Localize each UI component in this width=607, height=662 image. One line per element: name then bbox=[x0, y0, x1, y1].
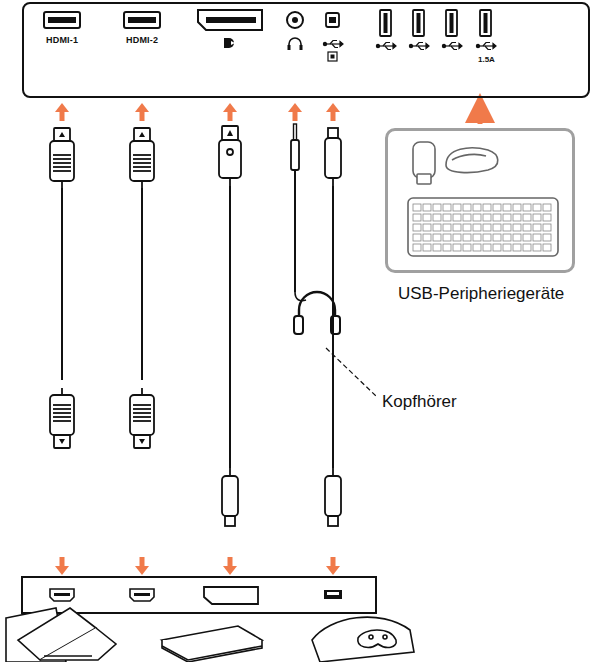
hdmi-cable bbox=[50, 128, 74, 448]
usb-cable bbox=[325, 128, 341, 526]
usb-peripherals bbox=[408, 142, 558, 256]
port-label: 1.5A bbox=[478, 55, 495, 64]
peripheral-box: USB-Peripheriegeräte bbox=[385, 128, 575, 273]
keyboard-keys bbox=[413, 204, 551, 251]
source-port-strip bbox=[22, 577, 376, 613]
game-console bbox=[312, 617, 414, 662]
displayport-cable bbox=[219, 126, 241, 526]
port-label: HDMI-2 bbox=[126, 35, 158, 45]
group-label: USB-Peripheriegeräte bbox=[398, 284, 564, 304]
hdmi-cable bbox=[130, 128, 154, 448]
game-console bbox=[162, 626, 262, 662]
insert-arrow bbox=[478, 108, 483, 124]
pc-and-laptop bbox=[6, 608, 116, 662]
headphone-jack bbox=[287, 12, 303, 50]
port-label: HDMI-1 bbox=[46, 35, 78, 45]
headphone-cable bbox=[291, 124, 299, 292]
hdmi-port bbox=[44, 12, 160, 28]
insert-arrows bbox=[55, 103, 340, 121]
leader-line bbox=[326, 348, 376, 396]
usb-downstream-ports bbox=[376, 10, 496, 50]
displayport-port bbox=[198, 10, 262, 48]
callout-label: Kopfhörer bbox=[382, 392, 457, 412]
usb-upstream-port bbox=[323, 13, 343, 61]
insert-arrows bbox=[55, 557, 340, 575]
monitor-port-panel: HDMI-1 HDMI-2 1.5A bbox=[22, 2, 590, 98]
